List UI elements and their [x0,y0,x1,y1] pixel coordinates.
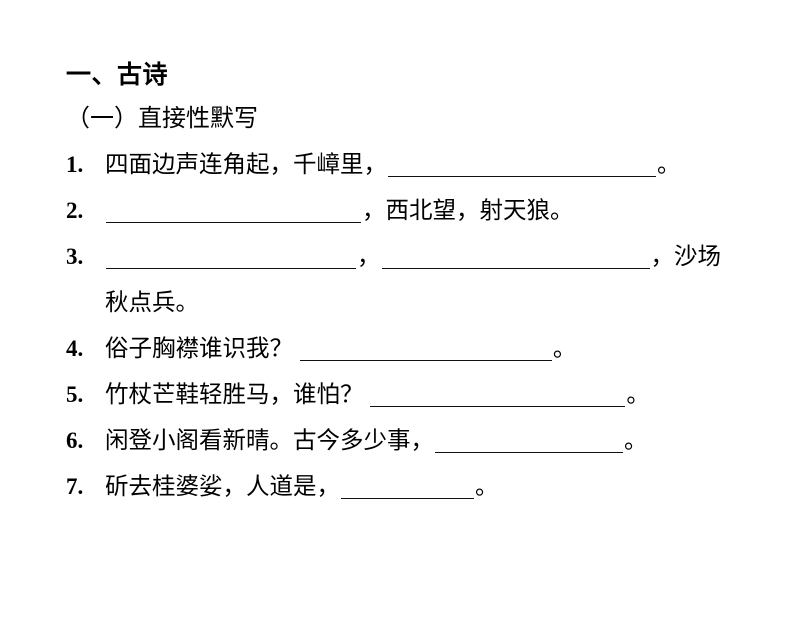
question-text: 。 [624,428,648,454]
question-text: 俗子胸襟谁识我？ [105,336,299,362]
answer-blank[interactable] [435,430,623,453]
answer-blank[interactable] [106,200,361,223]
answer-blank[interactable] [299,338,552,361]
question-text: ，西北望，射天狼。 [362,198,574,224]
question-number: 4. [66,336,84,361]
question-item: 3. ， ，沙场 [66,234,766,280]
question-number: 2. [66,198,84,223]
question-text: 。 [552,336,577,362]
question-text: 闲登小阁看新晴。古今多少事， [105,428,434,454]
question-text: 斫去桂婆娑，人道是， [105,474,340,500]
question-item: 4. 俗子胸襟谁识我？ 。 [66,326,766,372]
question-number: 7. [66,474,84,499]
answer-blank[interactable] [388,154,656,177]
question-text: 。 [626,382,650,408]
answer-blank[interactable] [370,384,626,407]
question-text: 四面边声连角起，千嶂里， [105,152,387,178]
worksheet-content: 一、古诗 （一）直接性默写 1. 四面边声连角起，千嶂里， 。 2. ，西北望，射天狼。… [66,56,766,510]
question-item: 1. 四面边声连角起，千嶂里， 。 [66,142,766,188]
question-text: 。 [657,152,681,178]
answer-blank[interactable] [381,246,650,269]
question-item: 7. 斫去桂婆娑，人道是， 。 [66,464,766,510]
answer-blank[interactable] [106,246,356,269]
answer-blank[interactable] [341,476,474,499]
question-text: ，沙场 [650,244,722,270]
question-number: 6. [66,428,84,453]
question-number: 5. [66,382,84,407]
subsection-title: （一）直接性默写 [66,106,258,132]
section-title: 一、古诗 [66,62,169,89]
question-text: ， [357,244,381,270]
question-item: 6. 闲登小阁看新晴。古今多少事， 。 [66,418,766,464]
question-wrapped-line: 秋点兵。 [105,290,199,316]
question-item: 5. 竹杖芒鞋轻胜马，谁怕？ 。 [66,372,766,418]
question-number: 3. [66,244,84,269]
question-text: 。 [475,474,499,500]
question-list: 1. 四面边声连角起，千嶂里， 。 2. ，西北望，射天狼。 3. ， ，沙场秋点兵。 4. 俗子… [66,142,766,510]
question-item: 2. ，西北望，射天狼。 [66,188,766,234]
question-number: 1. [66,152,84,177]
question-text: 竹杖芒鞋轻胜马，谁怕？ [105,382,370,408]
